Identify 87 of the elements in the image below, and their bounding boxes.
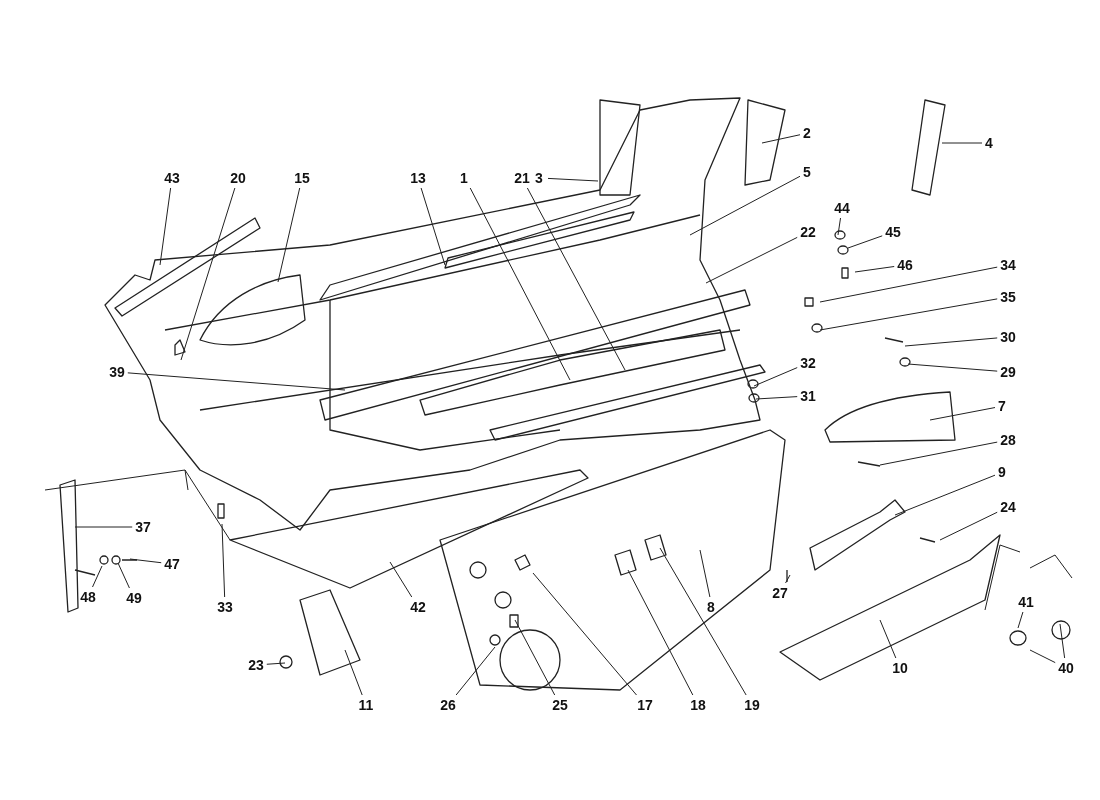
leader-line — [785, 574, 791, 584]
callout-number: 44 — [834, 200, 850, 216]
callout-number: 45 — [885, 224, 901, 240]
callout-number: 48 — [80, 589, 96, 605]
callout-number: 18 — [690, 697, 706, 713]
callout-number: 8 — [707, 599, 715, 615]
leader-line — [129, 558, 162, 564]
callout-number: 26 — [440, 697, 456, 713]
callout-number: 42 — [410, 599, 426, 615]
leader-line — [92, 565, 103, 588]
callout-number: 46 — [897, 257, 913, 273]
leader-line — [117, 562, 130, 589]
leader-line — [514, 619, 556, 696]
leader-line — [941, 142, 983, 144]
leader-line — [907, 363, 998, 372]
callout-number: 29 — [1000, 364, 1016, 380]
leader-line — [755, 396, 798, 400]
leader-line — [180, 187, 236, 361]
leader-line — [532, 572, 637, 696]
callout-number: 30 — [1000, 329, 1016, 345]
callout-number: 17 — [637, 697, 653, 713]
leader-line — [127, 372, 346, 391]
callout-number: 4 — [985, 135, 993, 151]
leader-line — [159, 187, 172, 266]
leader-line — [879, 441, 998, 466]
callout-number: 23 — [248, 657, 264, 673]
leader-line — [847, 235, 883, 249]
leader-line — [819, 298, 998, 331]
leader-line — [389, 561, 413, 598]
callout-number: 5 — [803, 164, 811, 180]
callout-number: 19 — [744, 697, 760, 713]
leader-line — [939, 511, 998, 541]
callout-number: 22 — [800, 224, 816, 240]
leader-line — [547, 177, 599, 182]
callout-number: 49 — [126, 590, 142, 606]
callout-number: 21 — [514, 170, 530, 186]
callout-number: 3 — [535, 170, 543, 186]
leader-line — [837, 217, 841, 236]
leader-line — [854, 266, 895, 273]
leader-line — [266, 662, 286, 665]
callout-number: 24 — [1000, 499, 1016, 515]
callout-number: 1 — [460, 170, 468, 186]
leader-line — [753, 367, 798, 387]
callout-number: 33 — [217, 599, 233, 615]
leader-line — [420, 187, 446, 266]
callout-number: 41 — [1018, 594, 1034, 610]
leader-line — [455, 646, 496, 696]
callout-number: 47 — [164, 556, 180, 572]
callout-number: 15 — [294, 170, 310, 186]
leader-line — [699, 549, 711, 598]
leader-line — [819, 266, 998, 303]
callout-number: 13 — [410, 170, 426, 186]
leader-line — [894, 474, 996, 516]
leader-line — [277, 187, 301, 283]
callout-number: 11 — [358, 697, 374, 713]
callout-number: 25 — [552, 697, 568, 713]
callout-number: 32 — [800, 355, 816, 371]
leader-line — [659, 547, 747, 696]
callout-number: 31 — [800, 388, 816, 404]
callout-number: 2 — [803, 125, 811, 141]
leader-line — [904, 337, 998, 347]
callout-number: 43 — [164, 170, 180, 186]
leader-line — [879, 619, 897, 659]
leader-line — [344, 649, 363, 696]
leader-line — [1017, 611, 1024, 629]
callout-number: 9 — [998, 464, 1006, 480]
leader-line — [526, 187, 626, 371]
leader-line — [627, 569, 694, 696]
callout-number: 20 — [230, 170, 246, 186]
leader-line — [1059, 623, 1066, 659]
leader-line — [761, 134, 801, 144]
leader-line — [221, 523, 226, 598]
callout-number: 40 — [1058, 660, 1074, 676]
leader-line — [705, 236, 798, 284]
callout-number: 27 — [772, 585, 788, 601]
leader-line — [929, 407, 996, 421]
leader-line — [74, 526, 133, 528]
callout-number: 34 — [1000, 257, 1016, 273]
callout-number: 37 — [135, 519, 151, 535]
callout-number: 7 — [998, 398, 1006, 414]
leader-line — [1029, 649, 1056, 664]
leader-line — [469, 187, 571, 381]
callout-number: 35 — [1000, 289, 1016, 305]
callout-number: 28 — [1000, 432, 1016, 448]
callout-number: 39 — [109, 364, 125, 380]
leader-line — [689, 175, 801, 236]
callout-number: 10 — [892, 660, 908, 676]
